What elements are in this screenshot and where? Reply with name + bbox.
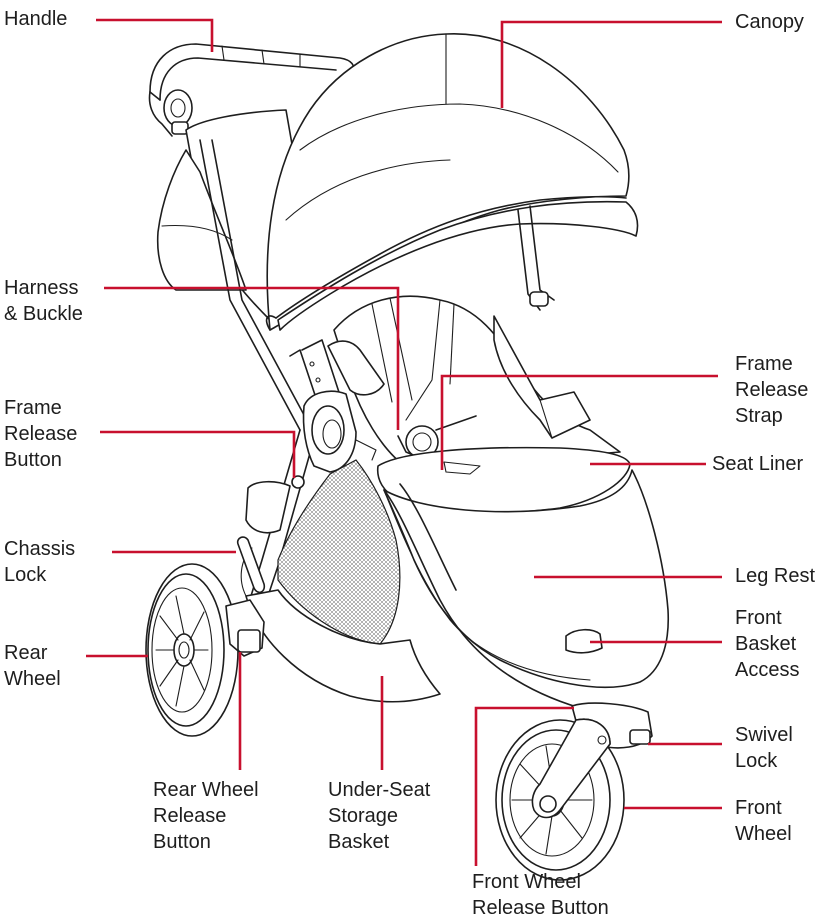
leader-handle	[96, 18, 214, 52]
label-leg-rest: Leg Rest	[735, 565, 816, 587]
label-canopy: Canopy	[735, 11, 804, 33]
leader-canopy	[500, 20, 722, 108]
canopy-shape	[265, 33, 639, 331]
leader-harness-buckle	[104, 286, 400, 430]
rear-wheel-shape	[145, 563, 265, 737]
label-frame-release-button: Frame Release Button	[4, 397, 78, 471]
front-wheel-shape	[495, 718, 625, 881]
label-front-wheel: Front Wheel	[735, 797, 792, 845]
frame-hinge	[291, 390, 377, 489]
under-seat-basket	[240, 459, 441, 703]
label-under-seat-storage-basket: Under-Seat Storage Basket	[328, 779, 431, 853]
stroller-illustration	[145, 33, 670, 881]
leader-front-wheel-release-button	[474, 706, 574, 866]
chassis-lock-lever	[236, 536, 266, 594]
leader-lines	[86, 18, 722, 866]
label-front-wheel-release-button: Front Wheel Release Button	[472, 871, 609, 919]
seat-body	[327, 295, 631, 514]
leg-rest-shell	[383, 469, 670, 689]
label-front-basket-access: Front Basket Access	[735, 607, 800, 681]
label-chassis-lock: Chassis Lock	[4, 538, 76, 586]
leader-frame-release-button	[100, 430, 296, 478]
label-seat-liner: Seat Liner	[712, 453, 804, 475]
label-rear-wheel-release-button: Rear Wheel Release Button	[153, 779, 259, 853]
label-rear-wheel: Rear Wheel	[4, 642, 61, 690]
label-frame-release-strap: Frame Release Strap	[735, 353, 809, 427]
leader-frame-release-strap	[440, 374, 718, 470]
label-swivel-lock: Swivel Lock	[735, 724, 793, 772]
label-harness-buckle: Harness & Buckle	[4, 277, 83, 325]
label-handle: Handle	[4, 8, 68, 30]
